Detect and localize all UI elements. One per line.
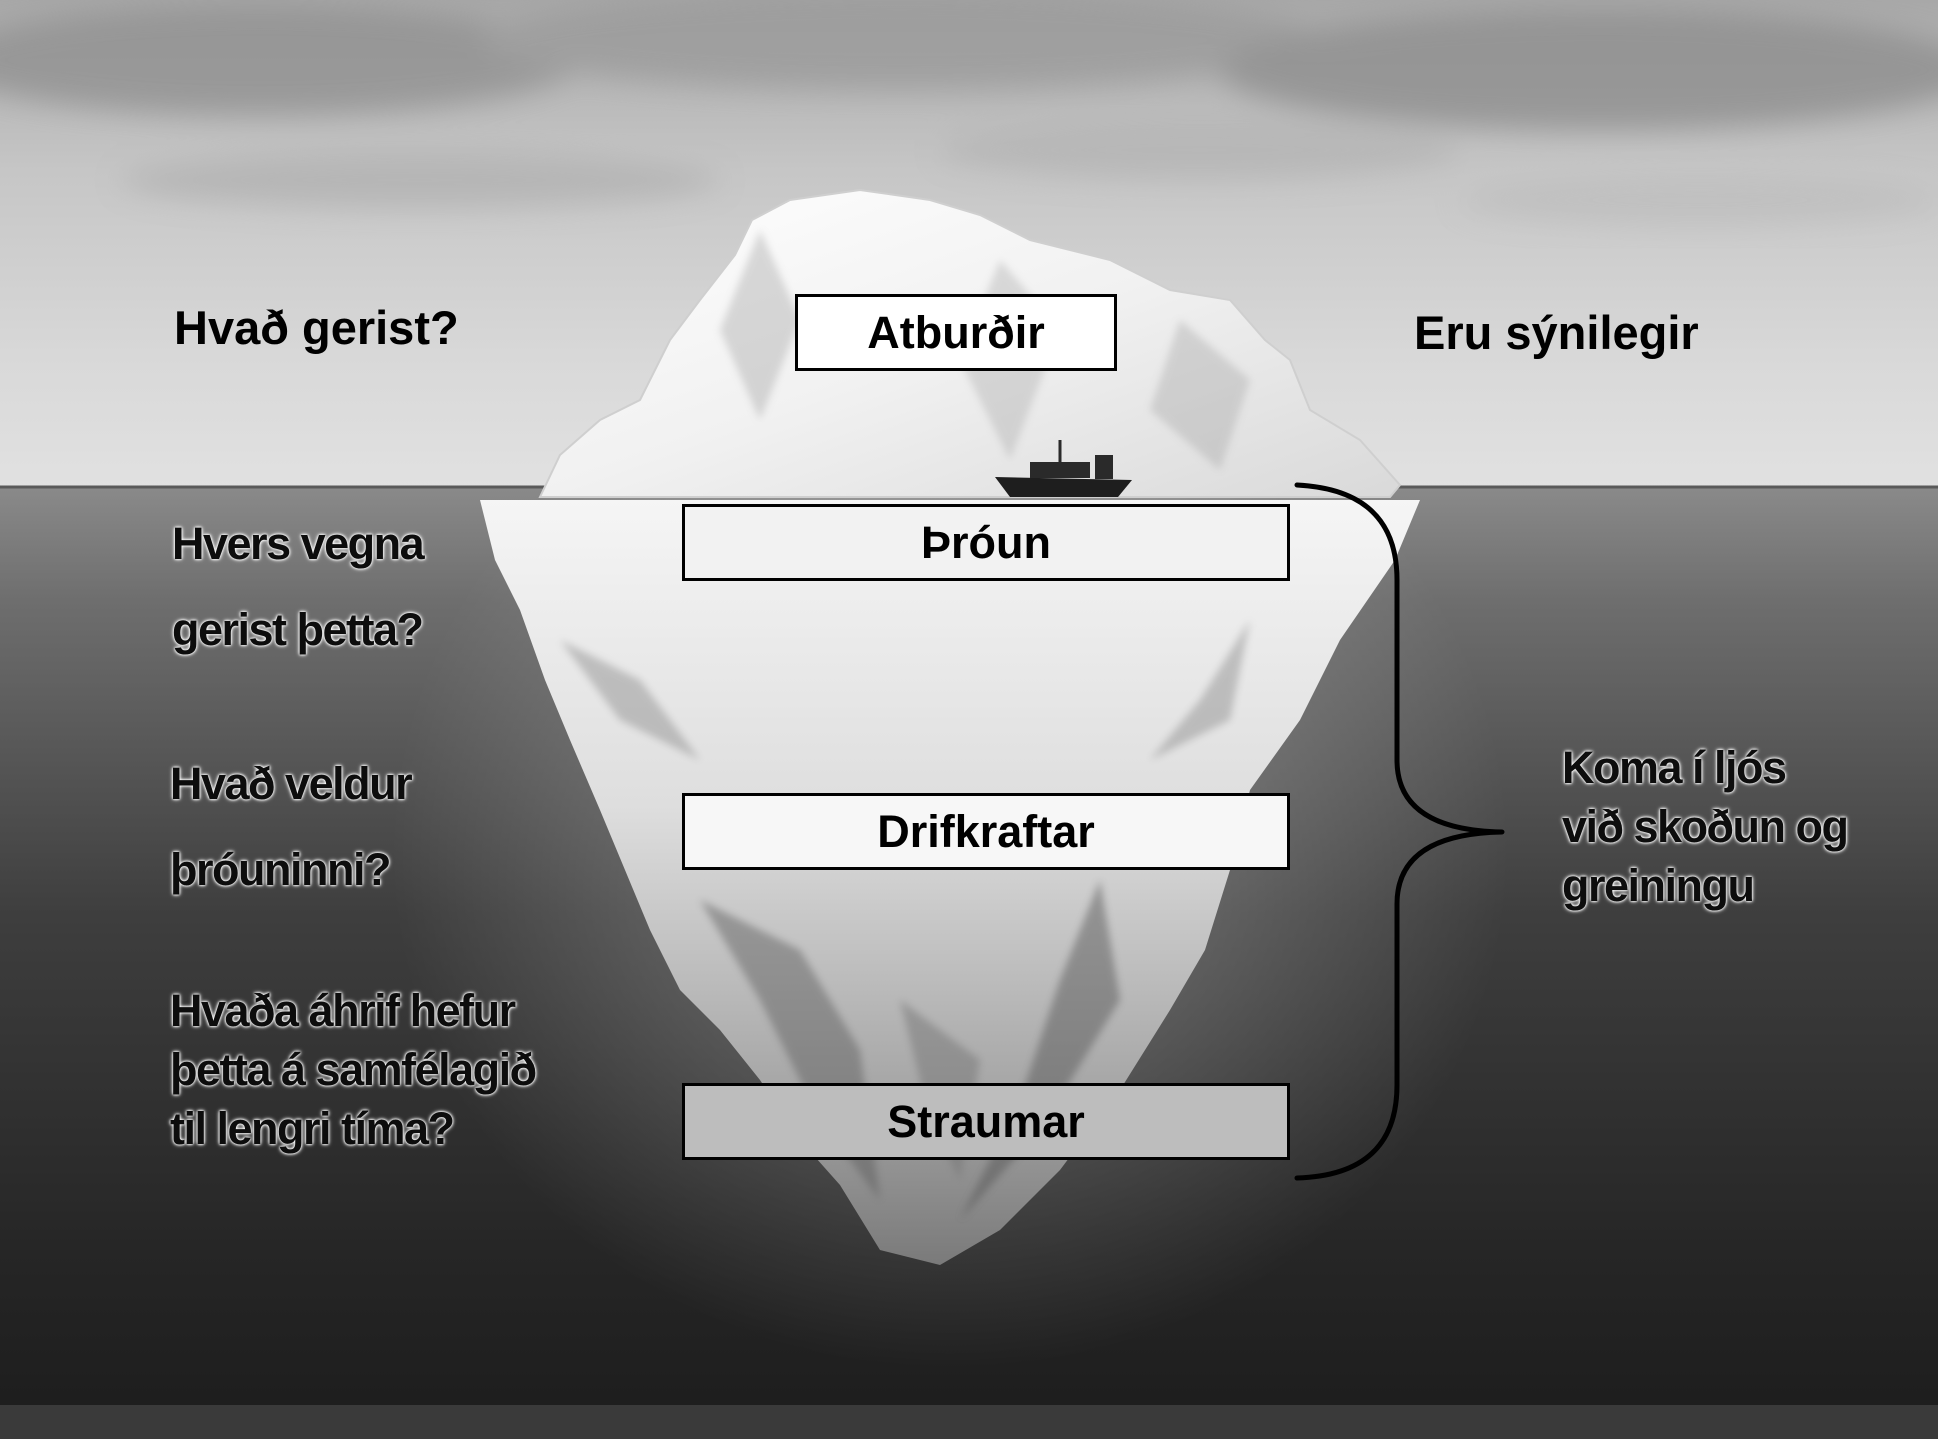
question-cause-line2: þróuninni? bbox=[170, 844, 390, 896]
layer-box-drivers: Drifkraftar bbox=[682, 793, 1290, 870]
note-hidden-line3: greiningu bbox=[1562, 860, 1753, 912]
question-why-line2: gerist þetta? bbox=[172, 604, 423, 656]
layer-box-currents: Straumar bbox=[682, 1083, 1290, 1160]
note-hidden-line2: við skoðun og bbox=[1562, 801, 1848, 853]
question-why-line1: Hvers vegna bbox=[172, 518, 423, 570]
note-hidden-line1: Koma í ljós bbox=[1562, 742, 1786, 794]
layer-label-development: Þróun bbox=[921, 517, 1051, 569]
layer-label-drivers: Drifkraftar bbox=[877, 806, 1095, 858]
question-impact-line1: Hvaða áhrif hefur bbox=[170, 985, 515, 1037]
question-cause-line1: Hvað veldur bbox=[170, 758, 411, 810]
note-visible: Eru sýnilegir bbox=[1414, 305, 1699, 360]
question-impact-line3: til lengri tíma? bbox=[170, 1103, 454, 1155]
layer-label-currents: Straumar bbox=[887, 1096, 1085, 1148]
sea-floor bbox=[0, 1405, 1938, 1439]
question-impact-line2: þetta á samfélagið bbox=[170, 1044, 536, 1096]
layer-box-development: Þróun bbox=[682, 504, 1290, 581]
question-what-happens: Hvað gerist? bbox=[174, 300, 459, 355]
layer-label-events: Atburðir bbox=[867, 307, 1044, 359]
layer-box-events: Atburðir bbox=[795, 294, 1117, 371]
